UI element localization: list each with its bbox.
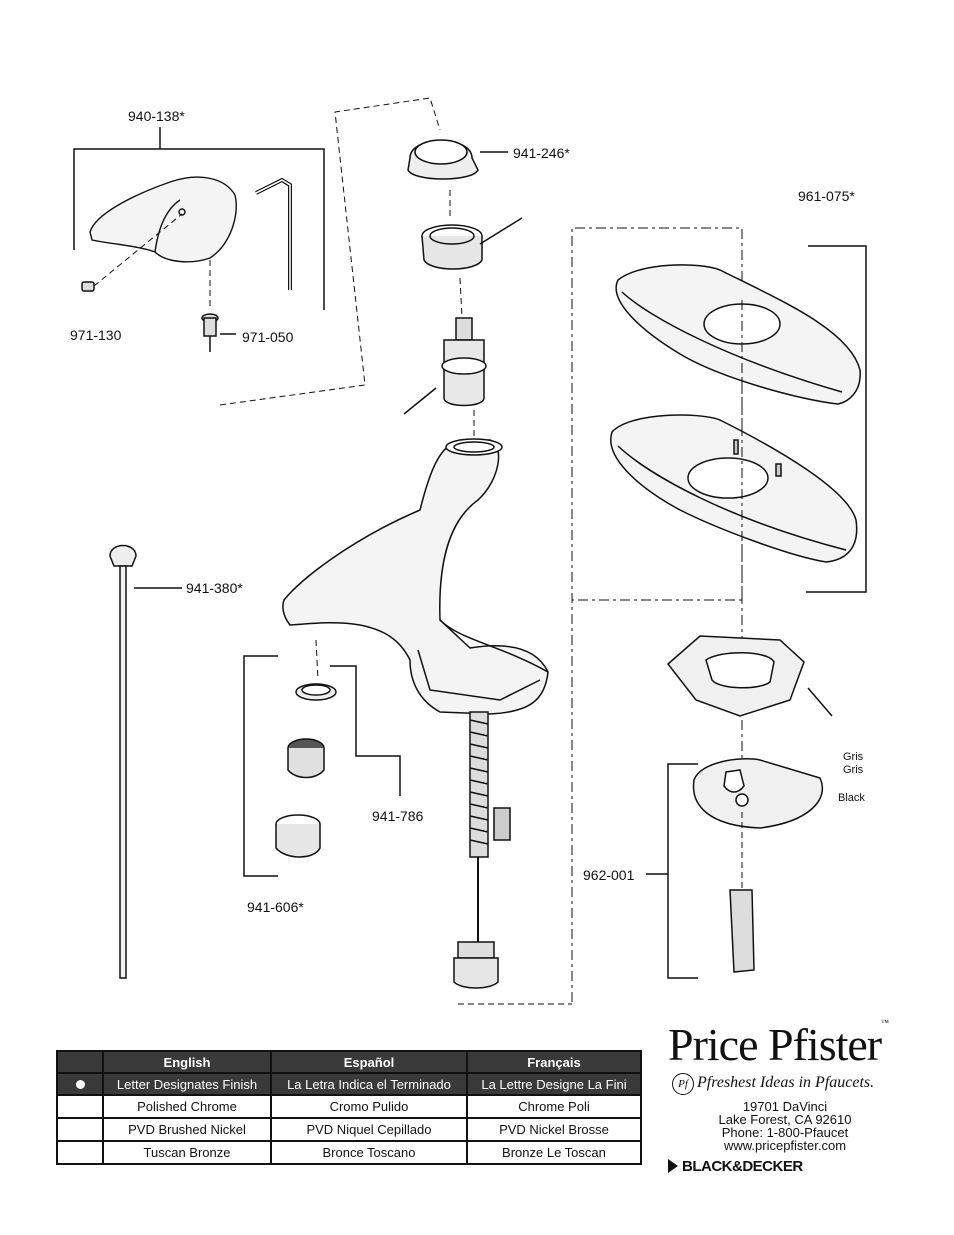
faucet-handle (89, 176, 237, 263)
address-phone: Phone: 1-800-Pfaucet (721, 1125, 849, 1140)
finish-row: Polished Chrome Cromo Pulido Chrome Poli (56, 1094, 643, 1119)
header-french: Français (465, 1050, 643, 1074)
color-label-black: Black (838, 792, 865, 804)
finish-row: Tuscan Bronze Bronce Toscano Bronze Le T… (56, 1140, 643, 1165)
part-label-pop-up-rod: 941-380* (186, 580, 243, 596)
brand-name: Price Pfister (668, 1019, 882, 1070)
finish-french: Bronze Le Toscan (465, 1140, 643, 1165)
address-website: www.pricepfister.com (723, 1138, 847, 1153)
header-english: English (101, 1050, 273, 1074)
handle-kit-bracket (73, 127, 325, 310)
aerator-insert (287, 738, 325, 779)
hexagon-logo-icon (668, 1159, 678, 1173)
part-label-aerator-parts: 941-786 (372, 808, 424, 824)
part-label-aerator-kit: 941-606* (247, 899, 304, 915)
finish-table-header-row: English Español Français (56, 1050, 643, 1074)
finish-french: PVD Nickel Brosse (465, 1117, 643, 1142)
aerator-housing (275, 814, 321, 858)
finish-code-cell (56, 1140, 104, 1165)
finish-english: Polished Chrome (101, 1094, 273, 1119)
aerator-parts-bracket (330, 665, 401, 796)
parent-company-name: BLACK&DECKER (682, 1158, 803, 1175)
part-label-set-screw: 971-130 (70, 327, 122, 343)
part-label-escutcheon-kit: 961-075* (798, 188, 855, 204)
set-screw (81, 213, 183, 292)
parent-company-logo: BLACK&DECKER (668, 1158, 803, 1175)
company-address: 19701 DaVinci Lake Forest, CA 92610 Phon… (700, 1100, 870, 1152)
escutcheon-kit-bracket (806, 245, 867, 593)
legend-french: La Lettre Designe La Fini (465, 1072, 643, 1096)
mounting-bolt (729, 812, 755, 973)
finish-table: English Español Français Letter Designat… (56, 1050, 643, 1165)
finish-row: PVD Brushed Nickel PVD Niquel Cepillado … (56, 1117, 643, 1142)
part-label-handle-kit: 940-138* (128, 108, 185, 124)
cartridge (403, 277, 487, 415)
address-city: Lake Forest, CA 92610 (718, 1112, 852, 1127)
part-label-handle-screw: 971-050 (242, 329, 294, 345)
handle-guide-frame (219, 97, 441, 406)
finish-spanish: Cromo Pulido (270, 1094, 468, 1119)
mounting-kit-bracket (667, 763, 698, 979)
escutcheon-plate-gasket (610, 414, 858, 563)
header-spanish: Español (270, 1050, 468, 1074)
trademark-symbol: ™ (881, 1018, 889, 1027)
mounting-plate (692, 758, 824, 829)
tagline-text: Pfreshest Ideas in Pfaucets. (697, 1074, 875, 1091)
finish-english: Tuscan Bronze (101, 1140, 273, 1165)
pf-logo-icon: Pf (672, 1073, 694, 1095)
color-label-gris-1: Gris (843, 751, 864, 763)
color-label-gris-2: Gris (843, 764, 864, 776)
aerator-washer (295, 683, 337, 701)
finish-symbol-cell (56, 1072, 104, 1096)
escutcheon-guide-frame (571, 227, 743, 1002)
allen-wrench (255, 177, 292, 290)
finish-code-cell (56, 1117, 104, 1142)
supply-nut (453, 941, 499, 989)
escutcheon-plate-top (615, 264, 861, 405)
bonnet-nut (421, 190, 523, 270)
mounting-washer (666, 635, 833, 717)
legend-spanish: La Letra Indica el Terminado (270, 1072, 468, 1096)
legend-english: Letter Designates Finish (101, 1072, 273, 1096)
address-street: 19701 DaVinci (742, 1099, 828, 1114)
finish-table-corner (56, 1050, 104, 1074)
finish-spanish: Bronce Toscano (270, 1140, 468, 1165)
part-label-cap: 941-246* (513, 145, 570, 161)
threaded-shank (469, 711, 511, 950)
finish-spanish: PVD Niquel Cepillado (270, 1117, 468, 1142)
aerator-kit-bracket (243, 655, 278, 877)
pop-up-rod (109, 544, 182, 979)
brand-logo: Price Pfister™ (668, 1018, 889, 1071)
finish-code-cell (56, 1094, 104, 1119)
part-label-mounting-kit: 962-001 (583, 867, 635, 883)
finish-dot-icon (75, 1079, 85, 1089)
faucet-body (282, 410, 549, 715)
handle-screw (201, 260, 236, 352)
finish-legend-row: Letter Designates Finish La Letra Indica… (56, 1072, 643, 1096)
finish-english: PVD Brushed Nickel (101, 1117, 273, 1142)
cap (407, 139, 508, 180)
finish-french: Chrome Poli (465, 1094, 643, 1119)
